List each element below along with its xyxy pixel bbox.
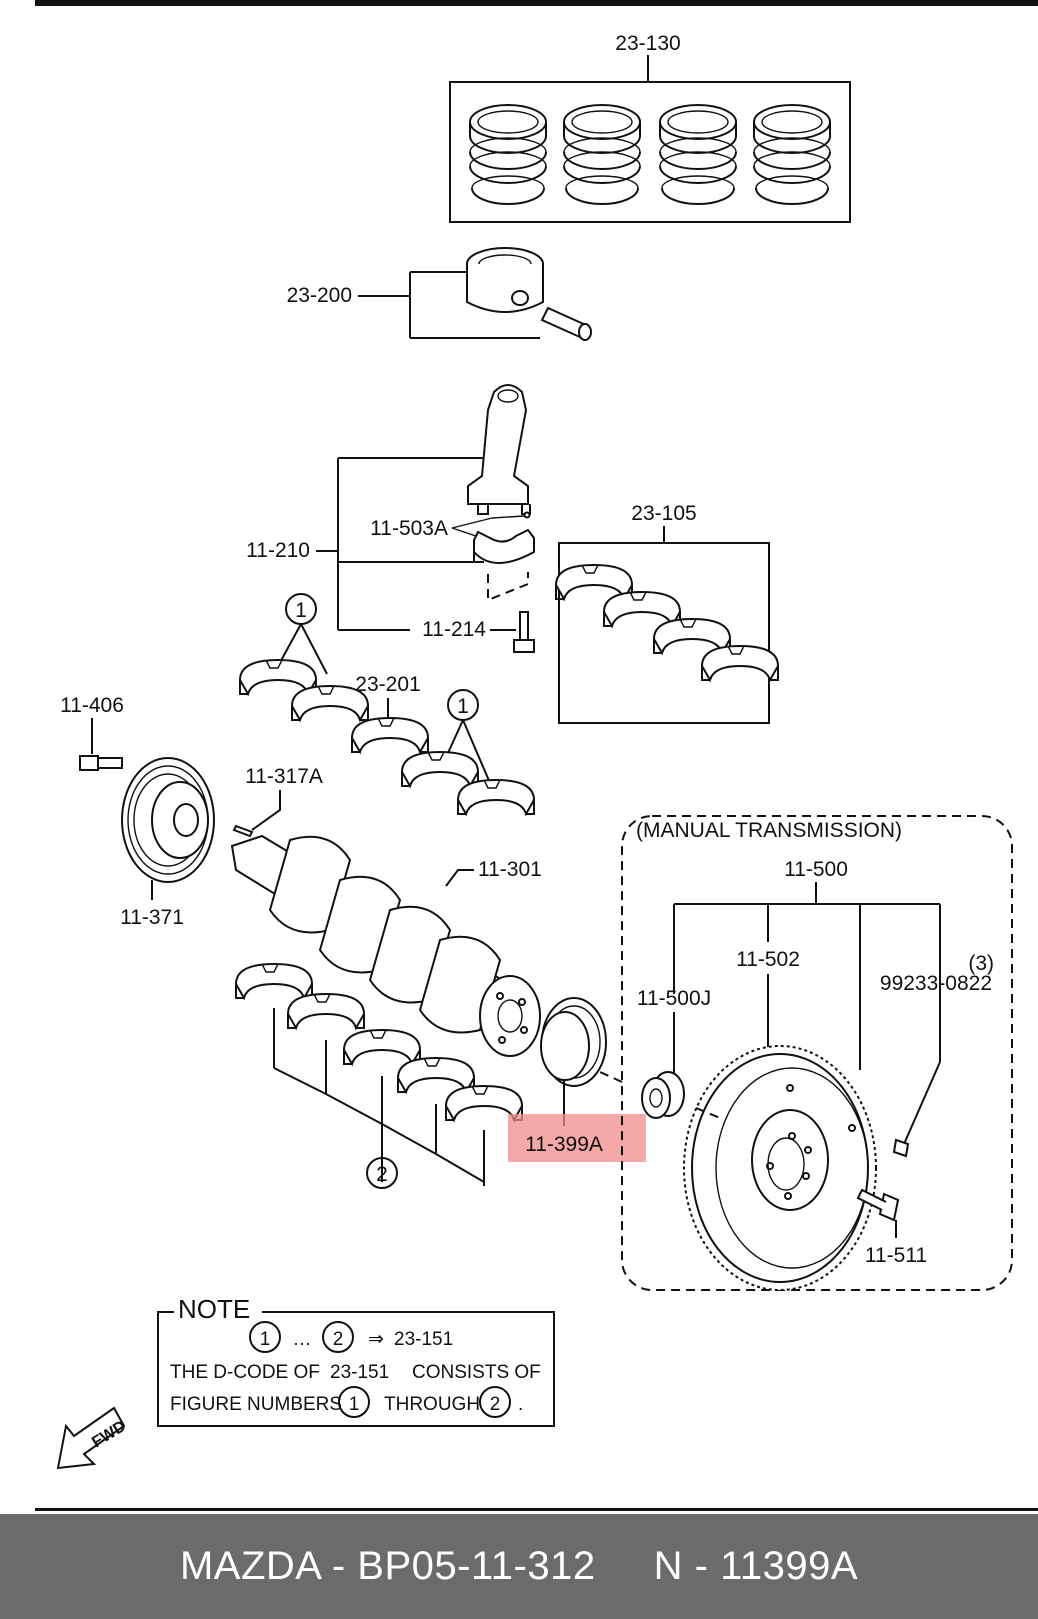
pilot-bearing — [641, 1071, 685, 1119]
piston-ring-set-1 — [469, 104, 547, 205]
piston-pin — [540, 306, 592, 341]
pulley-bolt — [79, 755, 123, 771]
svg-text:2: 2 — [333, 1329, 344, 1350]
note-heading: NOTE — [178, 1294, 250, 1324]
label-11-500j: 11-500J — [637, 987, 711, 1010]
main-bearing-lower-1 — [235, 963, 313, 999]
label-11-511: 11-511 — [865, 1244, 927, 1267]
label-11-502: 11-502 — [736, 948, 800, 971]
circle-callout-2 — [366, 1157, 398, 1189]
piston-ring-set-3 — [659, 104, 737, 205]
svg-text:FIGURE NUMBERS: FIGURE NUMBERS — [170, 1394, 342, 1415]
label-11-406: 11-406 — [60, 694, 124, 717]
label-11-503a: 11-503A — [370, 517, 448, 540]
label-11-371: 11-371 — [120, 906, 184, 929]
woodruff-key — [232, 824, 254, 838]
svg-text:…: … — [293, 1329, 312, 1350]
main-bearing-lower-4 — [397, 1057, 475, 1093]
crank-pulley — [121, 757, 215, 883]
main-bearing-upper-4 — [457, 779, 535, 815]
label-11-399a: 11-399A — [525, 1133, 603, 1156]
svg-text:.: . — [518, 1394, 523, 1415]
label-11-214: 11-214 — [422, 618, 486, 641]
label-99233-0822: 99233-0822 — [880, 972, 992, 995]
bottom-rule — [35, 1508, 1038, 1511]
label-11-500: 11-500 — [784, 858, 848, 881]
footer-bar: MAZDA - BP05-11-312 N - 11399A — [0, 1514, 1038, 1619]
label-23-105: 23-105 — [631, 502, 696, 525]
flywheel-bolt — [856, 1188, 900, 1222]
svg-text:1: 1 — [295, 599, 307, 622]
svg-text:⇒: ⇒ — [368, 1329, 384, 1350]
label-11-317a: 11-317A — [245, 765, 323, 788]
svg-text:THROUGH: THROUGH — [384, 1394, 480, 1415]
thrust-bearing — [351, 717, 429, 753]
manual-transmission-group — [621, 815, 1013, 1291]
note-box: NOTE 1 … 2 ⇒ 23-151 THE D-CODE OF 23-151… — [157, 1294, 555, 1427]
label-manual-transmission: (MANUAL TRANSMISSION) — [636, 819, 902, 842]
svg-text:1: 1 — [349, 1394, 360, 1415]
crankshaft — [230, 834, 541, 1057]
rod-cap — [473, 528, 535, 564]
parts-diagram: 23-130 23-200 11-210 11-503A 11-214 23-1… — [56, 32, 1013, 1470]
svg-text:CONSISTS OF: CONSISTS OF — [412, 1362, 541, 1383]
fwd-arrow-icon: FWD — [56, 1406, 129, 1470]
main-bearing-lower-2 — [287, 993, 365, 1029]
label-11-210: 11-210 — [246, 539, 310, 562]
label-23-201: 23-201 — [355, 673, 420, 696]
note-range-target: 23-151 — [394, 1329, 453, 1350]
svg-text:THE D-CODE OF: THE D-CODE OF — [170, 1362, 320, 1383]
svg-text:2: 2 — [490, 1394, 501, 1415]
label-11-301: 11-301 — [478, 858, 542, 881]
flywheel — [683, 1045, 877, 1291]
top-rule — [35, 0, 1038, 6]
part-number-caption: MAZDA - BP05-11-312 N - 11399A — [179, 1544, 859, 1588]
rear-oil-seal — [540, 997, 607, 1087]
main-bearing-lower-3 — [343, 1029, 421, 1065]
svg-text:2: 2 — [376, 1163, 388, 1186]
rod-bearing-4 — [701, 645, 779, 681]
rod-bolt — [513, 611, 535, 653]
label-23-200: 23-200 — [287, 284, 352, 307]
svg-text:1: 1 — [457, 695, 469, 718]
piston — [466, 247, 544, 313]
svg-text:1: 1 — [260, 1329, 271, 1350]
svg-text:23-151: 23-151 — [330, 1362, 389, 1383]
main-bearing-upper-3 — [401, 751, 479, 787]
connecting-rod — [467, 384, 531, 515]
piston-ring-set-2 — [563, 104, 641, 205]
label-23-130: 23-130 — [615, 32, 680, 55]
label-dowel-qty: (3) — [968, 952, 994, 975]
dowel-pin — [892, 1138, 910, 1158]
piston-ring-set-4 — [753, 104, 831, 205]
